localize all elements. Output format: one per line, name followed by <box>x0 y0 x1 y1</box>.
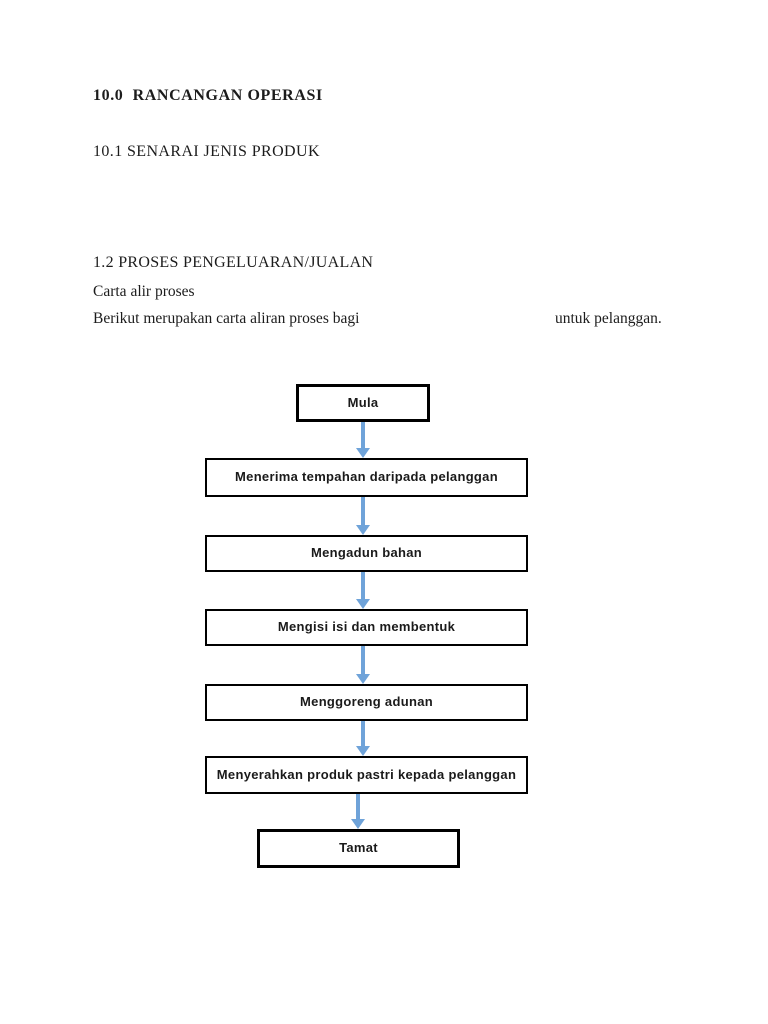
section-heading-main: 10.0 RANCANGAN OPERASI <box>93 87 323 104</box>
caption-carta-alir: Carta alir proses <box>93 283 195 300</box>
section-heading-proses: 1.2 PROSES PENGELUARAN/JUALAN <box>93 254 374 271</box>
down-arrow-icon <box>356 721 370 756</box>
section-heading-produk: 10.1 SENARAI JENIS PRODUK <box>93 143 320 160</box>
flow-step-mula: Mula <box>296 384 430 422</box>
flow-step-mengadun-bahan: Mengadun bahan <box>205 535 528 572</box>
intro-text-right: untuk pelanggan. <box>555 310 662 327</box>
flow-step-mengisi-membentuk: Mengisi isi dan membentuk <box>205 609 528 646</box>
flow-step-menyerahkan-produk: Menyerahkan produk pastri kepada pelangg… <box>205 756 528 794</box>
down-arrow-icon <box>356 497 370 535</box>
down-arrow-icon <box>356 572 370 609</box>
down-arrow-icon <box>356 646 370 684</box>
down-arrow-icon <box>356 422 370 458</box>
flow-step-menerima-tempahan: Menerima tempahan daripada pelanggan <box>205 458 528 497</box>
flow-step-tamat: Tamat <box>257 829 460 868</box>
flow-step-menggoreng-adunan: Menggoreng adunan <box>205 684 528 721</box>
down-arrow-icon <box>351 794 365 829</box>
intro-text-left: Berikut merupakan carta aliran proses ba… <box>93 310 360 327</box>
